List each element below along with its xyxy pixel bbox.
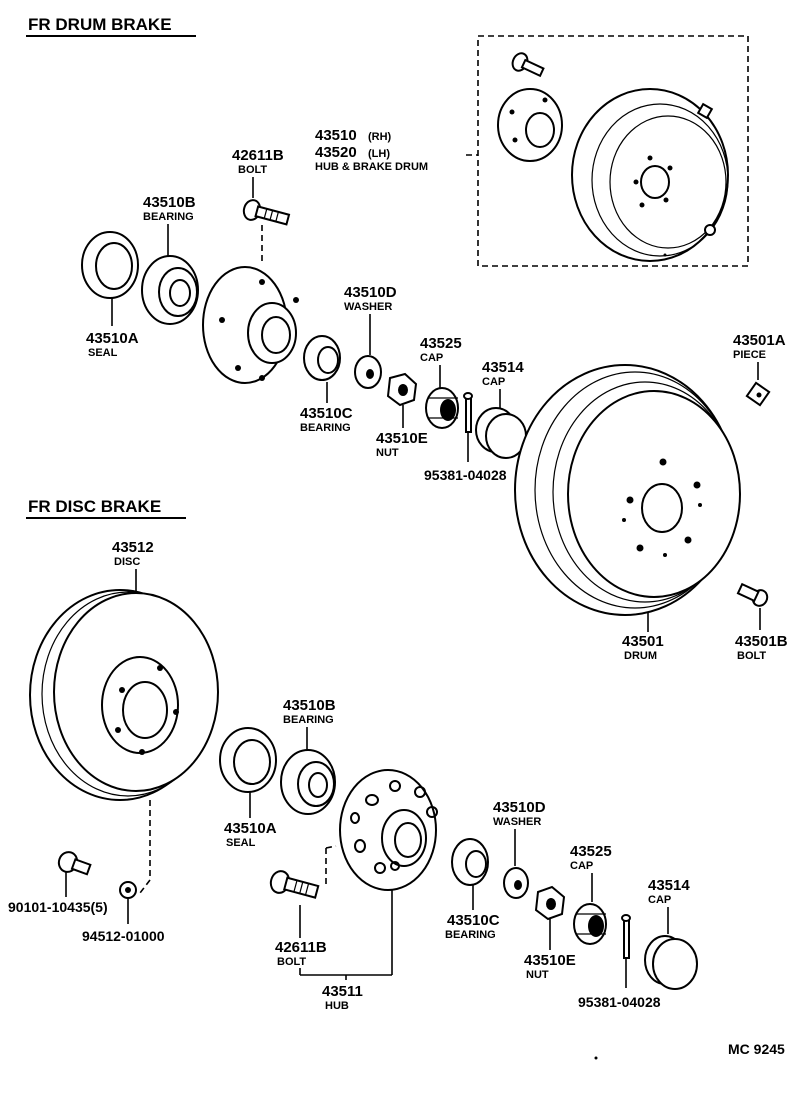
disc-number: 43512 <box>112 539 154 556</box>
drum-number: 43501 <box>622 633 664 650</box>
drum-grease-cap-number: 43514 <box>482 359 524 376</box>
disc-bolt-b-number: 42611B <box>275 939 327 956</box>
disc-lock-cap-number: 43525 <box>570 843 612 860</box>
disc-seal <box>219 727 277 793</box>
disc-hub <box>339 769 438 891</box>
drum-grease-cap <box>475 407 527 459</box>
disc-washer <box>503 867 529 899</box>
disc-grease-cap <box>644 935 698 990</box>
disc-seal-number: 43510A <box>224 820 277 837</box>
drum-bolt-b-name: BOLT <box>737 650 766 662</box>
drum-washer <box>354 355 382 389</box>
hub-drum-assembly-inset <box>477 35 749 267</box>
drum-nut-number: 43510E <box>376 430 428 447</box>
drum-nut <box>386 372 418 407</box>
drum-washer-number: 43510D <box>344 284 397 301</box>
drum-lock-cap-number: 43525 <box>420 335 462 352</box>
brake-drum <box>514 364 741 616</box>
drum-lock-cap <box>425 387 459 429</box>
speck <box>594 1056 598 1060</box>
disc-bearing-outer-name: BEARING <box>283 714 334 726</box>
catalog-code: MC 9245 <box>728 1041 785 1057</box>
drum-lock-cap-name: CAP <box>420 352 443 364</box>
disc-small-washer <box>119 881 137 899</box>
drum-cotter-pin <box>463 392 473 433</box>
drum-name: DRUM <box>624 650 657 662</box>
disc-brake-title: FR DISC BRAKE <box>28 497 161 516</box>
disc-outer-bearing <box>280 749 336 815</box>
hub-drum-name: HUB & BRAKE DRUM <box>315 161 428 173</box>
drum-bearing-outer-number: 43510B <box>143 194 196 211</box>
disc-seal-name: SEAL <box>226 837 256 849</box>
disc-hub-bolt <box>269 870 320 899</box>
brake-disc <box>29 589 219 801</box>
disc-washer-number: 43510D <box>493 799 546 816</box>
drum-bearing-inner-number: 43510C <box>300 405 353 422</box>
hub-drum-number-rh: 43510 <box>315 127 357 144</box>
drum-inner-bearing <box>303 335 341 381</box>
disc-nut-number: 43510E <box>524 952 576 969</box>
drum-bolt-number: 42611B <box>232 147 284 164</box>
drum-set-bolt <box>736 582 769 607</box>
disc-cotter-pin <box>621 914 631 959</box>
drum-piece-number: 43501A <box>733 332 786 349</box>
disc-grease-cap-name: CAP <box>648 894 671 906</box>
disc-name: DISC <box>114 556 140 568</box>
disc-hub-number: 43511 <box>322 983 363 1000</box>
disc-bearing-outer-number: 43510B <box>283 697 336 714</box>
disc-lock-cap <box>573 903 607 945</box>
drum-nut-name: NUT <box>376 447 399 459</box>
drum-piece-name: PIECE <box>733 349 766 361</box>
drum-bearing-outer-name: BEARING <box>143 211 194 223</box>
hub-drum-lh-tag: (LH) <box>368 148 390 160</box>
hub-drum-rh-tag: (RH) <box>368 131 392 143</box>
disc-nut <box>534 885 566 921</box>
drum-bolt-name: BOLT <box>238 164 267 176</box>
disc-bearing-inner-number: 43510C <box>447 912 500 929</box>
label-hub-brake-drum: 43510 (RH) 43520 (LH) HUB & BRAKE DRUM <box>315 127 428 173</box>
disc-inner-bearing <box>451 838 489 886</box>
disc-grease-cap-number: 43514 <box>648 877 690 894</box>
drum-brake-title: FR DRUM BRAKE <box>28 15 172 34</box>
hub-drum-number-lh: 43520 <box>315 144 357 161</box>
disc-bolt-b-name: BOLT <box>277 956 306 968</box>
drum-seal-name: SEAL <box>88 347 118 359</box>
drum-hub <box>202 266 299 384</box>
disc-bearing-inner-name: BEARING <box>445 929 496 941</box>
drum-seal <box>81 231 139 299</box>
disc-bolt-number: 90101-10435(5) <box>8 899 108 915</box>
drum-grease-cap-name: CAP <box>482 376 505 388</box>
disc-lock-cap-name: CAP <box>570 860 593 872</box>
disc-washer-name: WASHER <box>493 816 541 828</box>
drum-outer-bearing <box>141 255 199 325</box>
disc-pin-number: 95381-04028 <box>578 994 661 1010</box>
drum-washer-name: WASHER <box>344 301 392 313</box>
drum-bolt-b-number: 43501B <box>735 633 788 650</box>
drum-seal-number: 43510A <box>86 330 139 347</box>
drum-piece <box>745 381 771 407</box>
drum-bearing-inner-name: BEARING <box>300 422 351 434</box>
drum-pin-number: 95381-04028 <box>424 467 507 483</box>
disc-small-washer-number: 94512-01000 <box>82 928 165 944</box>
disc-nut-name: NUT <box>526 969 549 981</box>
disc-bolt <box>57 851 92 876</box>
drum-hub-bolt <box>242 199 291 226</box>
disc-hub-name: HUB <box>325 1000 349 1012</box>
